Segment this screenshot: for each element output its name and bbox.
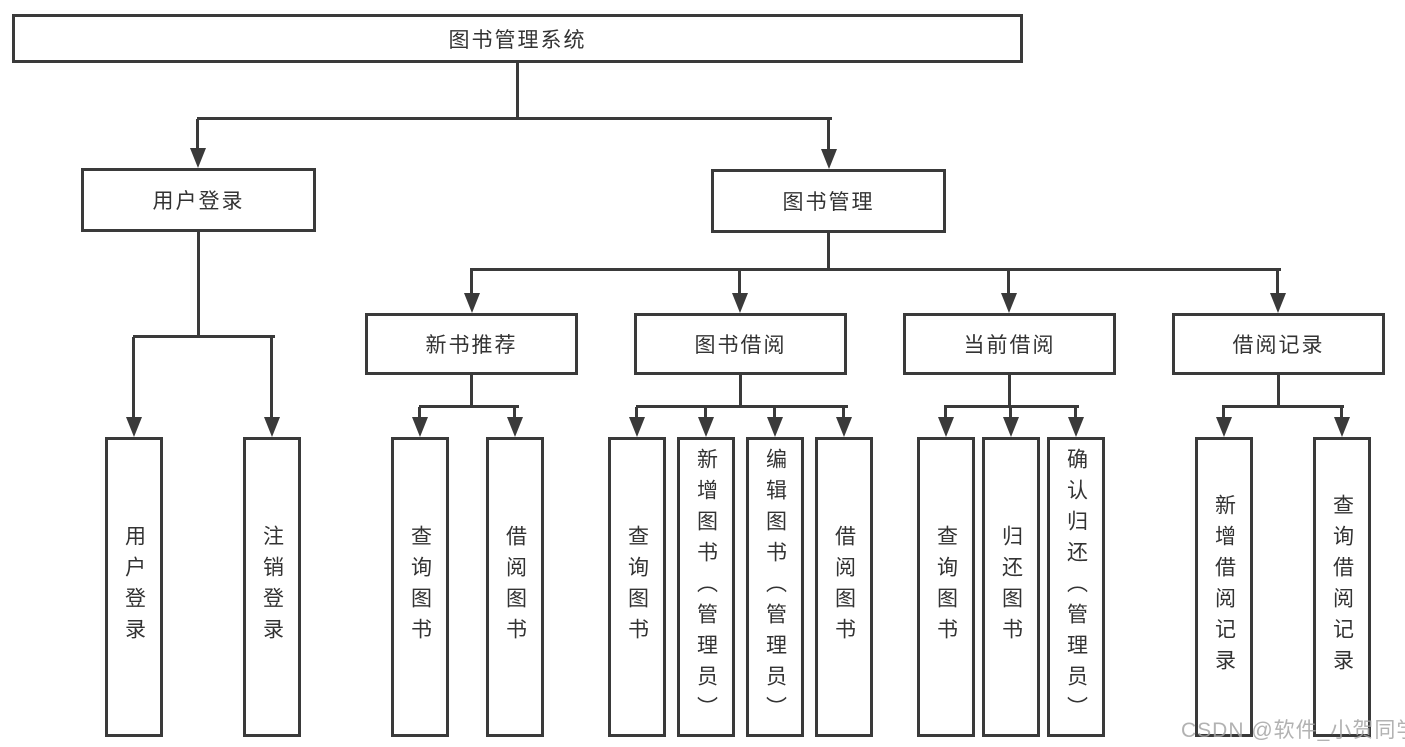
connector-line — [197, 117, 832, 120]
connector-arrow — [190, 119, 206, 168]
leaf-br-query-record-label: 查询借阅记录 — [1330, 494, 1354, 680]
node-user-login: 用户登录 — [81, 168, 316, 232]
connector-arrow — [767, 407, 783, 437]
connector-arrow — [264, 337, 280, 437]
connector-line — [739, 373, 742, 408]
node-root: 图书管理系统 — [12, 14, 1023, 63]
leaf-br-add-record: 新增借阅记录 — [1195, 437, 1253, 737]
csdn-watermark: CSDN @软件_小贺同学 — [1181, 719, 1405, 742]
connector-line — [636, 405, 848, 408]
leaf-bb-borrow-books-label: 借阅图书 — [832, 525, 856, 649]
leaf-user-login: 用户登录 — [105, 437, 163, 737]
connector-line — [516, 61, 519, 119]
leaf-cb-query-books-label: 查询图书 — [934, 525, 958, 649]
leaf-bb-edit-books-admin-label: 编辑图书（管理员） — [763, 447, 787, 727]
connector-arrow — [836, 407, 852, 437]
leaf-bb-edit-books-admin: 编辑图书（管理员） — [746, 437, 804, 737]
connector-arrow — [732, 270, 748, 313]
connector-line — [944, 405, 1079, 408]
connector-arrow — [507, 407, 523, 437]
connector-arrow — [698, 407, 714, 437]
connector-arrow — [1003, 407, 1019, 437]
leaf-bb-add-books-admin: 新增图书（管理员） — [677, 437, 735, 737]
node-new-book-recommend-label: 新书推荐 — [425, 334, 518, 357]
connector-line — [470, 373, 473, 408]
connector-arrow — [821, 119, 837, 169]
connector-line — [1222, 405, 1344, 408]
leaf-bb-add-books-admin-label: 新增图书（管理员） — [694, 447, 718, 727]
connector-arrow — [126, 337, 142, 437]
connector-line — [470, 268, 1281, 271]
leaf-bb-borrow-books: 借阅图书 — [815, 437, 873, 737]
connector-arrow — [1334, 407, 1350, 437]
connector-arrow — [938, 407, 954, 437]
connector-line — [1008, 373, 1011, 408]
connector-line — [1277, 373, 1280, 408]
node-borrow-records-label: 借阅记录 — [1232, 334, 1325, 357]
leaf-cb-return-books: 归还图书 — [982, 437, 1040, 737]
leaf-logout: 注销登录 — [243, 437, 301, 737]
connector-line — [133, 335, 275, 338]
leaf-user-login-label: 用户登录 — [122, 525, 146, 649]
node-current-borrow: 当前借阅 — [903, 313, 1116, 375]
leaf-nbr-query-books: 查询图书 — [391, 437, 449, 737]
leaf-cb-confirm-return-admin-label: 确认归还（管理员） — [1064, 447, 1088, 727]
connector-line — [197, 230, 200, 338]
node-borrow-records: 借阅记录 — [1172, 313, 1385, 375]
connector-arrow — [1001, 270, 1017, 313]
node-book-borrow: 图书借阅 — [634, 313, 847, 375]
node-root-label: 图书管理系统 — [448, 28, 587, 52]
connector-arrow — [629, 407, 645, 437]
leaf-nbr-query-books-label: 查询图书 — [408, 525, 432, 649]
connector-arrow — [1270, 270, 1286, 313]
node-book-management-label: 图书管理 — [782, 191, 875, 214]
connector-line — [419, 405, 519, 408]
connector-arrow — [1216, 407, 1232, 437]
leaf-logout-label: 注销登录 — [260, 525, 284, 649]
leaf-cb-query-books: 查询图书 — [917, 437, 975, 737]
node-user-login-label: 用户登录 — [152, 190, 245, 213]
connector-arrow — [1068, 407, 1084, 437]
node-book-management: 图书管理 — [711, 169, 946, 233]
leaf-bb-query-books: 查询图书 — [608, 437, 666, 737]
leaf-cb-return-books-label: 归还图书 — [999, 525, 1023, 649]
leaf-br-add-record-label: 新增借阅记录 — [1212, 494, 1236, 680]
connector-arrow — [464, 270, 480, 313]
leaf-nbr-borrow-books: 借阅图书 — [486, 437, 544, 737]
connector-arrow — [412, 407, 428, 437]
leaf-cb-confirm-return-admin: 确认归还（管理员） — [1047, 437, 1105, 737]
node-book-borrow-label: 图书借阅 — [694, 334, 787, 357]
connector-line — [827, 231, 830, 271]
node-new-book-recommend: 新书推荐 — [365, 313, 578, 375]
leaf-bb-query-books-label: 查询图书 — [625, 525, 649, 649]
leaf-nbr-borrow-books-label: 借阅图书 — [503, 525, 527, 649]
leaf-br-query-record: 查询借阅记录 — [1313, 437, 1371, 737]
node-current-borrow-label: 当前借阅 — [963, 334, 1056, 357]
